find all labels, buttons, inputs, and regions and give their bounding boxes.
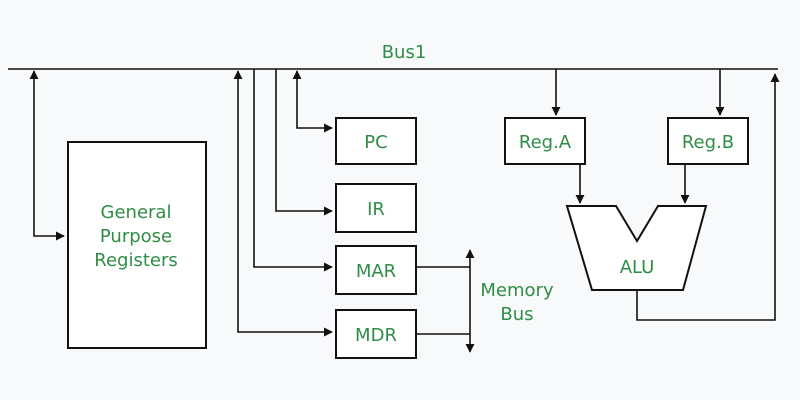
pc-bus-connector — [292, 70, 333, 133]
ir-label: IR — [367, 199, 385, 220]
reg-b-label: Reg.B — [682, 132, 734, 153]
mdr-label: MDR — [355, 325, 397, 346]
memory-bus-label-line1: Memory — [480, 280, 554, 301]
gpr-bus-connector — [29, 70, 65, 241]
reg-b-box — [667, 117, 749, 165]
alu-label: ALU — [620, 257, 655, 278]
mar-box — [335, 245, 417, 295]
pc-label: PC — [364, 132, 387, 153]
gpr-label-line1: General — [101, 202, 172, 223]
bus1-label: Bus1 — [382, 42, 427, 63]
alu-shape — [565, 205, 708, 291]
alu-output-connector — [636, 73, 780, 321]
pc-box — [335, 117, 417, 165]
reg-a-box — [504, 117, 586, 165]
gpr-label-line2: Purpose — [100, 226, 172, 247]
gpr-box — [67, 141, 207, 349]
memory-bus-label-line2: Bus — [500, 304, 533, 325]
mar-label: MAR — [356, 261, 396, 282]
mar-bus-connector — [253, 69, 333, 272]
mdr-bus-connector — [233, 70, 333, 337]
gpr-label-line3: Registers — [94, 250, 178, 271]
ir-bus-connector — [275, 69, 333, 216]
ir-box — [335, 183, 417, 233]
reg-a-label: Reg.A — [519, 132, 572, 153]
